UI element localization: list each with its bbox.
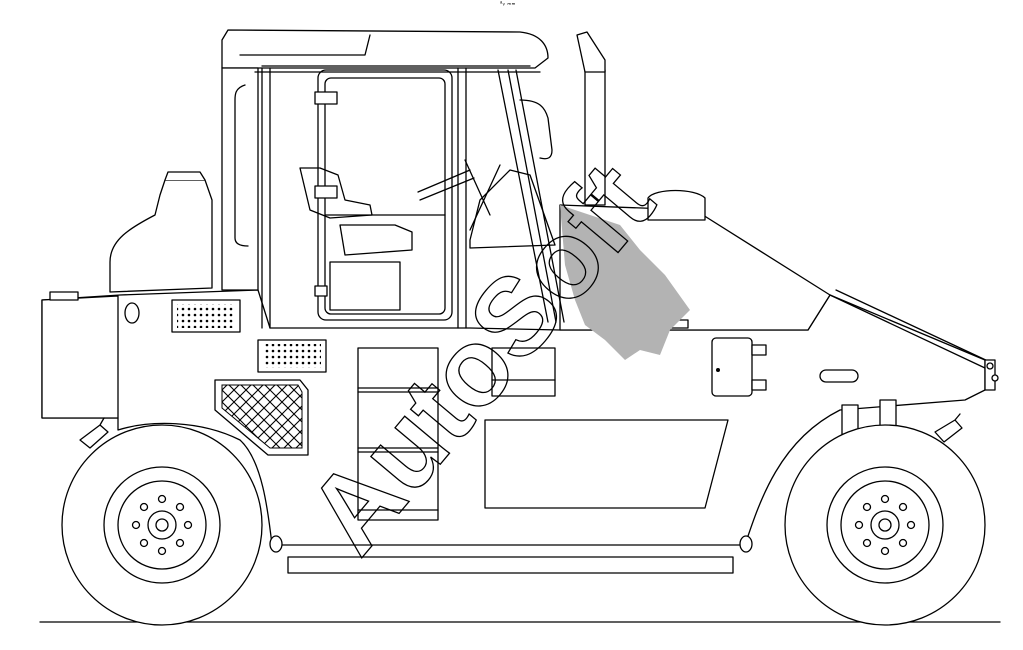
operator-seat [299,167,373,219]
cab-rear-pillar [221,67,259,291]
rear-hitch-pin-2 [991,374,999,382]
cab-top-rail [254,65,541,73]
mount-oval-right [739,535,753,553]
rear-light-slot [819,369,859,383]
rear-wheel [784,424,986,626]
front-wheel [61,424,263,626]
front-vent-holes [177,304,235,328]
seat-pedestal [329,261,401,311]
door-hinge-top [314,91,338,105]
mount-oval-left [269,535,283,553]
door-hinge-mid [314,185,338,199]
front-marker-light [124,302,140,324]
cab-roof [221,29,549,69]
hood-hinge-line-2 [835,289,991,363]
rear-hitch-pin [986,362,994,370]
access-door-latch-top [751,344,767,356]
hood-hinge-line [829,294,986,369]
water-tank [109,179,213,293]
cab-frame [261,67,467,329]
front-bumper [41,295,119,419]
corner-mark: ᵃᵥ ₘₘ [500,1,516,7]
fuel-tank [357,347,439,521]
cab-door-inner [324,77,446,315]
hydraulic-tank [491,347,556,397]
hatched-step-mesh [221,384,303,449]
rear-grab-handle [234,84,249,247]
access-door [711,337,753,397]
cab-roof-line [239,34,371,56]
cab-front-pillar [497,69,565,323]
water-tank-cap [164,171,206,181]
undercarriage-plate [287,556,734,574]
exhaust-tip [576,31,606,73]
access-door-knob [716,368,720,372]
air-cleaner [647,189,706,221]
side-access-panel [484,419,729,509]
front-bumper-handle [49,291,79,301]
front-grab-handle [519,99,553,160]
steering-column [417,159,501,231]
access-door-latch-bottom [751,379,767,391]
front-scraper [79,417,109,449]
door-hinge-bottom [314,285,328,297]
rear-scraper [934,413,963,443]
watermark-gear-shape [560,205,690,360]
mid-vent-holes [263,344,321,368]
seat-base [339,224,413,256]
dashboard [469,169,556,249]
